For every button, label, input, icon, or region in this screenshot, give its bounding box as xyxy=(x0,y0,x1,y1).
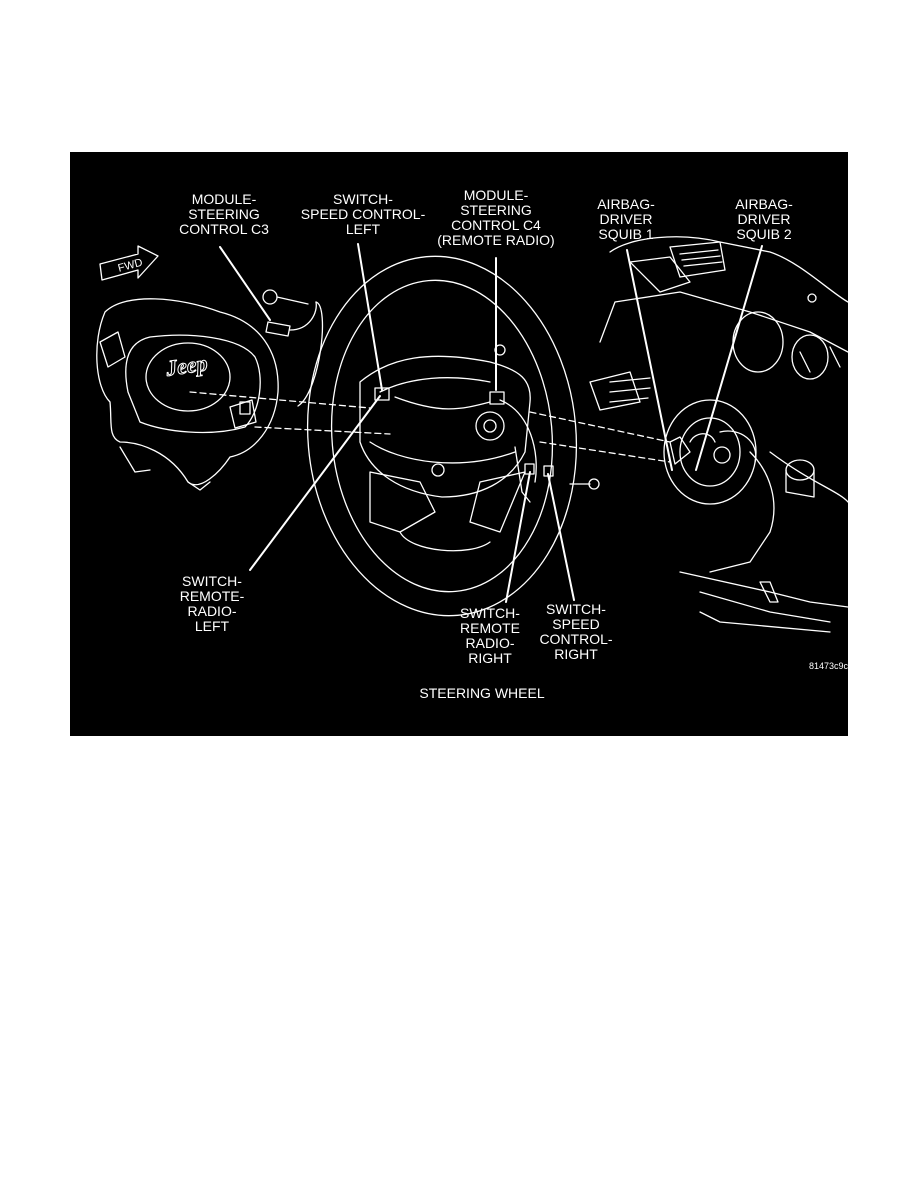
callout-line: SWITCH- xyxy=(333,191,393,207)
airbag-module: Jeep xyxy=(96,298,391,491)
callout-line: AIRBAG- xyxy=(597,196,655,212)
callout-line: STEERING xyxy=(460,202,532,218)
callout-line: REMOTE- xyxy=(179,588,245,604)
c3-connector xyxy=(262,289,324,407)
callout-line: SWITCH- xyxy=(182,573,242,589)
callout-line: MODULE- xyxy=(463,187,529,203)
callout-line: CONTROL C4 xyxy=(451,217,541,233)
callout-switch-speed-control-right: SWITCH- SPEED CONTROL- RIGHT xyxy=(539,602,612,662)
callout-line: LEFT xyxy=(345,221,381,237)
callout-airbag-driver-squib-1: AIRBAG- DRIVER SQUIB 1 xyxy=(597,197,655,242)
exploded-view-drawing: FWD Jeep xyxy=(96,236,848,633)
steering-wheel xyxy=(306,255,671,617)
callout-line: CONTROL C3 xyxy=(179,221,269,237)
callout-line: LEFT xyxy=(194,618,230,634)
callout-line: RADIO- xyxy=(465,635,515,651)
figure-caption: STEERING WHEEL xyxy=(419,685,545,701)
callout-line: DRIVER xyxy=(599,211,653,227)
callout-line: SPEED xyxy=(552,616,600,632)
steering-column xyxy=(589,236,848,633)
callout-module-steering-control-c3: MODULE- STEERING CONTROL C3 xyxy=(179,192,269,237)
callout-switch-remote-radio-right: SWITCH- REMOTE RADIO- RIGHT xyxy=(460,606,520,666)
steering-wheel-figure: FWD Jeep xyxy=(70,152,848,736)
callout-line: RIGHT xyxy=(554,646,598,662)
jeep-logo: Jeep xyxy=(163,350,209,381)
callout-line: RADIO- xyxy=(187,603,237,619)
callout-switch-speed-control-left: SWITCH- SPEED CONTROL- LEFT xyxy=(301,192,425,237)
callout-line: SWITCH- xyxy=(460,605,520,621)
callout-line: (REMOTE RADIO) xyxy=(437,232,555,248)
leader-lines xyxy=(219,243,763,603)
callout-airbag-driver-squib-2: AIRBAG- DRIVER SQUIB 2 xyxy=(735,197,793,242)
callout-line: CONTROL- xyxy=(539,631,613,647)
callout-line: DRIVER xyxy=(737,211,791,227)
callout-line: RIGHT xyxy=(468,650,512,666)
callout-line: AIRBAG- xyxy=(735,196,793,212)
callout-line: SWITCH- xyxy=(546,601,606,617)
callout-line: SQUIB 1 xyxy=(598,226,654,242)
callout-line: SPEED CONTROL- xyxy=(300,206,426,222)
callout-line: MODULE- xyxy=(191,191,257,207)
callout-module-steering-control-c4: MODULE- STEERING CONTROL C4 (REMOTE RADI… xyxy=(437,188,554,248)
fwd-arrow: FWD xyxy=(99,245,159,281)
callout-switch-remote-radio-left: SWITCH- REMOTE- RADIO- LEFT xyxy=(180,574,245,634)
callout-line: SQUIB 2 xyxy=(736,226,792,242)
callout-line: STEERING xyxy=(188,206,260,222)
callout-line: REMOTE xyxy=(460,620,520,636)
figure-id: 81473c9c xyxy=(809,661,849,671)
